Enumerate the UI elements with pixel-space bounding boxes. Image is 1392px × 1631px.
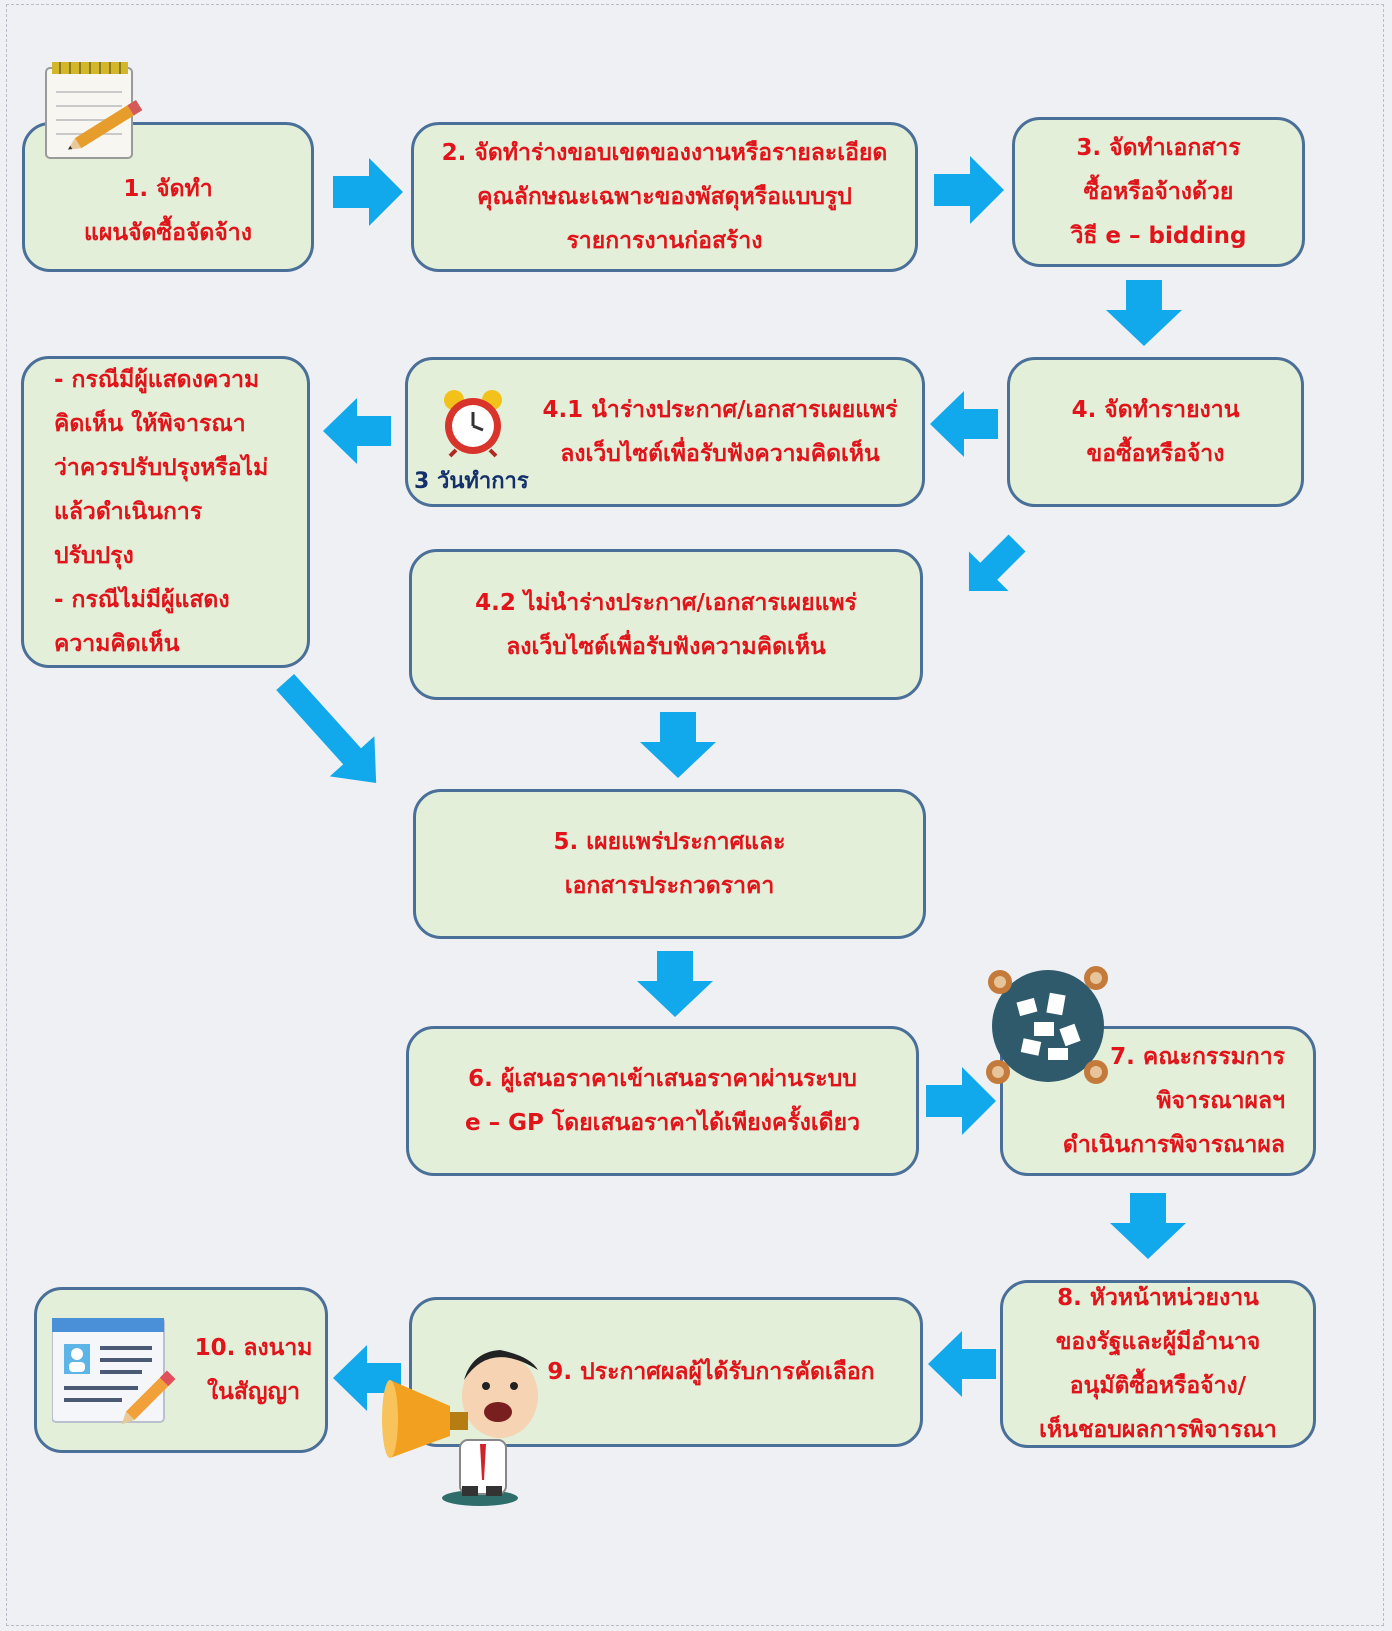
arrow-7-to-8: [1110, 1193, 1186, 1259]
arrow-1-to-2: [333, 158, 403, 226]
step-5-line-2: เอกสารประกวดราคา: [564, 873, 775, 899]
comment-handling-box: - กรณีมีผู้แสดงความ คิดเห็น ให้พิจารณา ว…: [21, 356, 310, 668]
arrow-comment-to-5: [276, 673, 377, 784]
step-8-line-1: 8. หัวหน้าหน่วยงาน: [1057, 1285, 1259, 1311]
step-3-box: 3. จัดทำเอกสาร ซื้อหรือจ้างด้วย วิธี e –…: [1012, 117, 1305, 267]
alarm-clock-icon: [444, 390, 502, 458]
arrow-9-to-10: [333, 1345, 401, 1411]
working-days-note: 3 วันทำการ: [414, 469, 529, 494]
comment-line-1: - กรณีมีผู้แสดงความ: [54, 367, 260, 393]
step-5-box: 5. เผยแพร่ประกาศและ เอกสารประกวดราคา: [413, 789, 926, 939]
step-8-line-2: ของรัฐและผู้มีอำนาจ: [1055, 1329, 1261, 1355]
step-10-line-2: ในสัญญา: [206, 1379, 301, 1405]
step-3-line-1: 3. จัดทำเอกสาร: [1076, 135, 1241, 161]
step-1-line-1: 1. จัดทำ: [123, 176, 213, 202]
step-3-line-3: วิธี e – bidding: [1070, 223, 1247, 249]
arrow-4-to-4-1: [930, 391, 998, 457]
step-7-line-2: พิจารณาผลฯ: [1156, 1088, 1285, 1114]
step-8-line-4: เห็นชอบผลการพิจารณา: [1039, 1417, 1277, 1443]
step-6-line-1: 6. ผู้เสนอราคาเข้าเสนอราคาผ่านระบบ: [468, 1066, 857, 1092]
step-7-line-1: 7. คณะกรรมการ: [1110, 1044, 1285, 1070]
step-6-box: 6. ผู้เสนอราคาเข้าเสนอราคาผ่านระบบ e – G…: [406, 1026, 919, 1176]
step-1-box: 1. จัดทำ แผนจัดซื้อจัดจ้าง: [22, 122, 314, 272]
comment-line-3: ว่าควรปรับปรุงหรือไม่: [54, 455, 269, 481]
step-4-line-1: 4. จัดทำรายงาน: [1071, 397, 1240, 423]
step-7-line-3: ดำเนินการพิจารณาผล: [1062, 1132, 1285, 1158]
comment-line-5: ปรับปรุง: [54, 543, 134, 569]
arrow-4-to-4-2: [968, 534, 1026, 592]
step-4-2-box: 4.2 ไม่นำร่างประกาศ/เอกสารเผยแพร่ ลงเว็บ…: [409, 549, 923, 700]
step-8-line-3: อนุมัติซื้อหรือจ้าง/: [1069, 1373, 1247, 1399]
step-10-line-1: 10. ลงนาม: [194, 1335, 313, 1361]
comment-line-4: แล้วดำเนินการ: [54, 499, 203, 525]
comment-line-6: - กรณีไม่มีผู้แสดง: [54, 587, 230, 613]
arrow-2-to-3: [934, 156, 1004, 224]
step-1-line-2: แผนจัดซื้อจัดจ้าง: [84, 220, 252, 246]
step-9-line-1: 9. ประกาศผลผู้ได้รับการคัดเลือก: [547, 1359, 875, 1385]
step-2-line-2: คุณลักษณะเฉพาะของพัสดุหรือแบบรูป: [477, 184, 852, 210]
step-4-1-line-2: ลงเว็บไซต์เพื่อรับฟังความคิดเห็น: [560, 441, 880, 467]
arrow-6-to-7: [926, 1067, 996, 1135]
step-4-2-line-1: 4.2 ไม่นำร่างประกาศ/เอกสารเผยแพร่: [475, 589, 857, 616]
step-4-1-line-1: 4.1 นำร่างประกาศ/เอกสารเผยแพร่: [542, 397, 898, 423]
step-4-2-line-2: ลงเว็บไซต์เพื่อรับฟังความคิดเห็น: [506, 633, 826, 660]
meeting-table-icon: [986, 966, 1108, 1084]
step-2-line-3: รายการงานก่อสร้าง: [566, 228, 763, 254]
megaphone-man-icon: [382, 1350, 538, 1506]
comment-line-2: คิดเห็น ให้พิจารณา: [54, 411, 246, 437]
step-2-line-1: 2. จัดทำร่างขอบเขตของงานหรือรายละเอียด: [441, 140, 888, 166]
contract-sign-icon: [52, 1318, 176, 1425]
notepad-pencil-icon: [45, 62, 143, 159]
step-3-line-2: ซื้อหรือจ้างด้วย: [1083, 179, 1234, 205]
arrow-5-to-6: [637, 951, 713, 1017]
step-8-box: 8. หัวหน้าหน่วยงาน ของรัฐและผู้มีอำนาจ อ…: [1000, 1280, 1316, 1448]
step-4-box: 4. จัดทำรายงาน ขอซื้อหรือจ้าง: [1007, 357, 1304, 507]
diagram-frame: [6, 4, 1384, 1626]
comment-line-7: ความคิดเห็น: [54, 631, 180, 657]
step-7-box: 7. คณะกรรมการ พิจารณาผลฯ ดำเนินการพิจารณ…: [1000, 1026, 1316, 1176]
arrow-8-to-9: [928, 1331, 996, 1397]
arrow-4-1-to-comment: [323, 398, 391, 464]
arrow-3-to-4: [1106, 280, 1182, 346]
step-2-box: 2. จัดทำร่างขอบเขตของงานหรือรายละเอียด ค…: [411, 122, 918, 272]
step-6-line-2: e – GP โดยเสนอราคาได้เพียงครั้งเดียว: [464, 1110, 861, 1136]
step-5-line-1: 5. เผยแพร่ประกาศและ: [553, 829, 786, 855]
step-10-box: 10. ลงนาม ในสัญญา: [34, 1287, 328, 1453]
arrow-4-2-to-5: [640, 712, 716, 778]
step-4-line-2: ขอซื้อหรือจ้าง: [1086, 441, 1225, 467]
